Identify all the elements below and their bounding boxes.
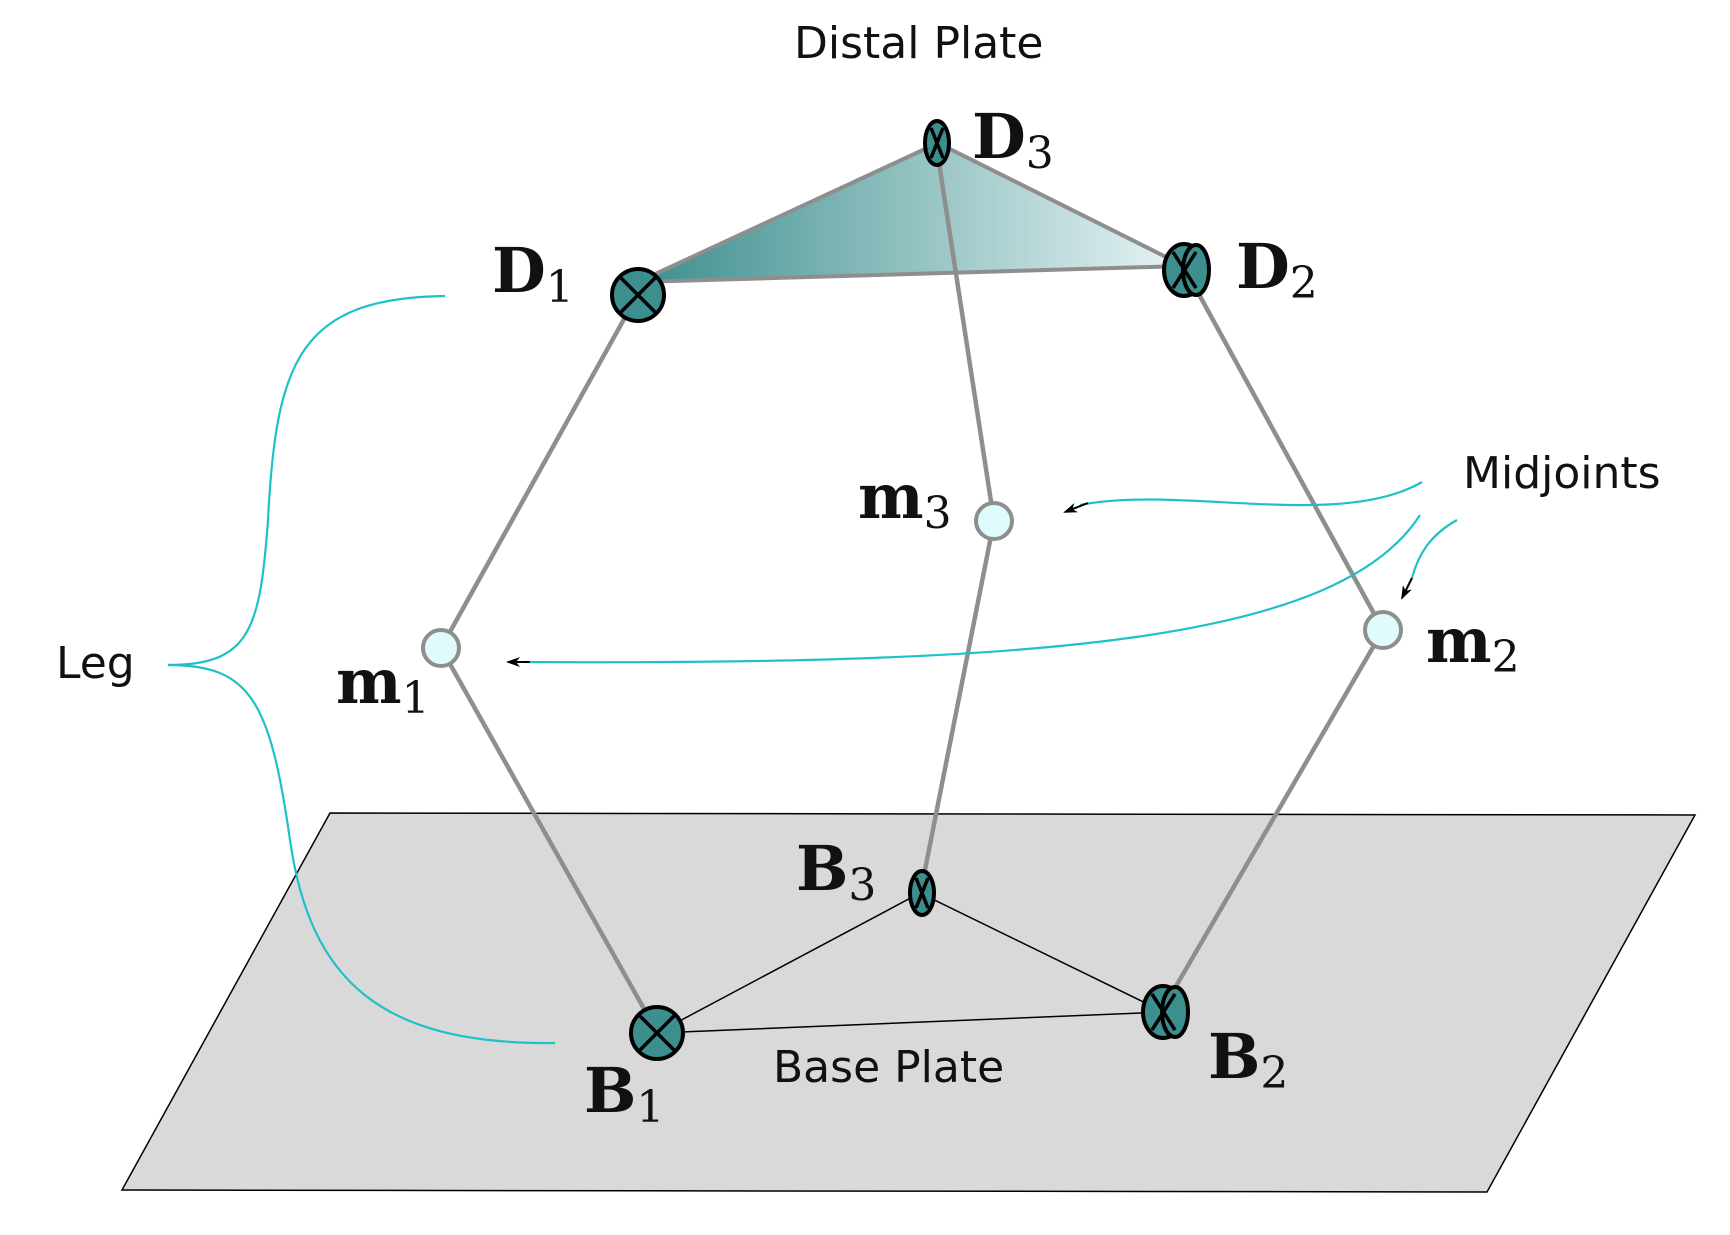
base-plate — [120, 812, 1697, 1193]
leg-1-lower — [438, 645, 655, 1026]
midjoint-m1 — [421, 628, 461, 668]
label-D3: D3 — [972, 100, 1054, 179]
label-D2: D2 — [1236, 230, 1318, 309]
label-B2: B2 — [1208, 1020, 1288, 1099]
leg-2-upper — [1187, 275, 1386, 633]
leg-3-upper — [934, 147, 997, 524]
leg-3-lower — [919, 518, 997, 888]
leg-label: Leg — [56, 638, 135, 689]
midjoints-arrow-m3-head — [1063, 502, 1089, 513]
midjoint-m3 — [974, 501, 1014, 541]
midjoints-label: Midjoints — [1463, 448, 1661, 499]
joint-B3 — [908, 869, 936, 917]
leg-2-lower — [1165, 627, 1386, 1003]
joint-D1 — [610, 267, 666, 323]
midjoints-arrow-m2-head — [1401, 577, 1413, 600]
midjoints-arrow-m2 — [1410, 519, 1458, 579]
joint-D3 — [923, 119, 951, 167]
leg-1-upper — [438, 291, 641, 651]
midjoints-arrow-m1 — [524, 514, 1421, 664]
distal-plate — [636, 141, 1186, 284]
label-B1: B1 — [584, 1054, 664, 1133]
leg-brace — [167, 294, 446, 667]
midjoints-arrow-m3 — [1079, 481, 1423, 507]
joint-B2 — [1141, 984, 1190, 1040]
distal-plate-label: Distal Plate — [794, 18, 1044, 69]
label-m3: m3 — [858, 460, 952, 539]
joint-B1 — [629, 1005, 685, 1061]
midjoint-m2 — [1363, 610, 1403, 650]
leg-brace-lower — [167, 663, 556, 1045]
joint-D2 — [1162, 242, 1211, 298]
label-B3: B3 — [796, 832, 876, 911]
label-m1: m1 — [336, 645, 430, 724]
label-m2: m2 — [1426, 604, 1520, 683]
label-D1: D1 — [492, 234, 574, 313]
base-triangle — [656, 892, 1165, 1034]
base-plate-label: Base Plate — [773, 1042, 1004, 1093]
